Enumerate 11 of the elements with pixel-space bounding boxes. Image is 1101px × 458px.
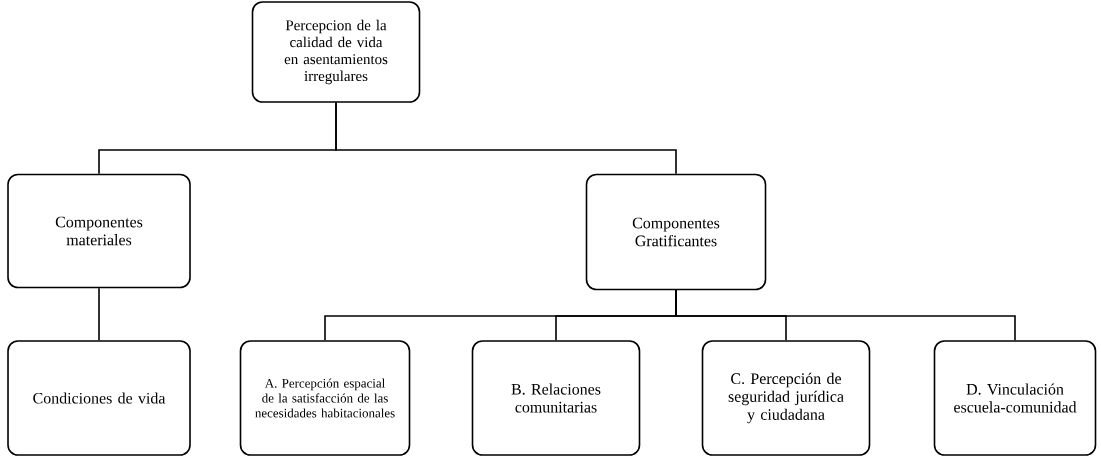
process-box: C. Percepción de seguridad jurídica y ciudadana	[701, 340, 871, 456]
process-box: A. Percepción espacial de la satisfacción de las necesidades habitacionales	[239, 340, 411, 456]
process-box: Condiciones de vida	[7, 340, 191, 456]
connector-line	[335, 102, 677, 175]
process-box: Componentes materiales	[7, 173, 191, 289]
process-box: B. Relaciones comunitarias	[471, 340, 641, 456]
process-box: Percepcion de la calidad de vida en asentamientos irregulares	[251, 1, 421, 103]
process-box: D. Vinculación escuela-comunidad	[933, 340, 1097, 456]
connector-line	[675, 289, 1016, 341]
connector-line	[98, 287, 100, 341]
process-box: Componentes Gratificantes	[585, 173, 767, 291]
